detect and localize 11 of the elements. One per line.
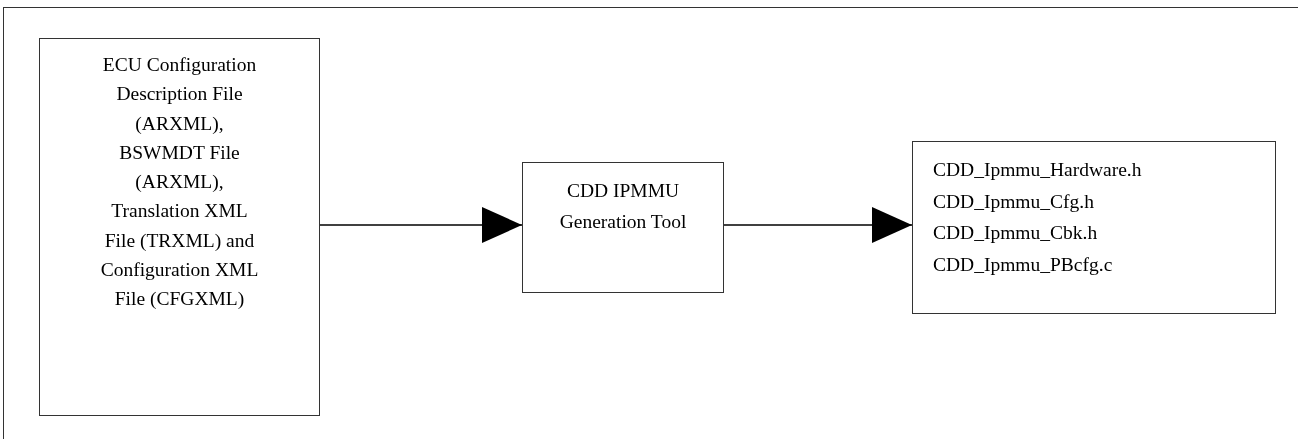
- arrow: [319, 207, 523, 243]
- file-name: CDD_Ipmmu_Hardware.h: [933, 158, 1142, 182]
- file-name: CDD_Ipmmu_Cbk.h: [933, 221, 1098, 245]
- file-box: [912, 141, 1276, 314]
- arrow: [723, 207, 913, 243]
- file-name: CDD_Ipmmu_PBcfg.c: [933, 252, 1113, 277]
- process-box: [522, 162, 724, 293]
- file-box: [39, 38, 320, 416]
- box-label: CDD IPMMU Generation Tool: [558, 179, 688, 234]
- box-label: ECU Configuration Description File (ARXML), BSWMDT File (ARXML), Translation XML File (TRXML) and Configuration XML File (CFGXML): [99, 53, 260, 312]
- file-name: CDD_Ipmmu_Cfg.h: [933, 189, 1094, 214]
